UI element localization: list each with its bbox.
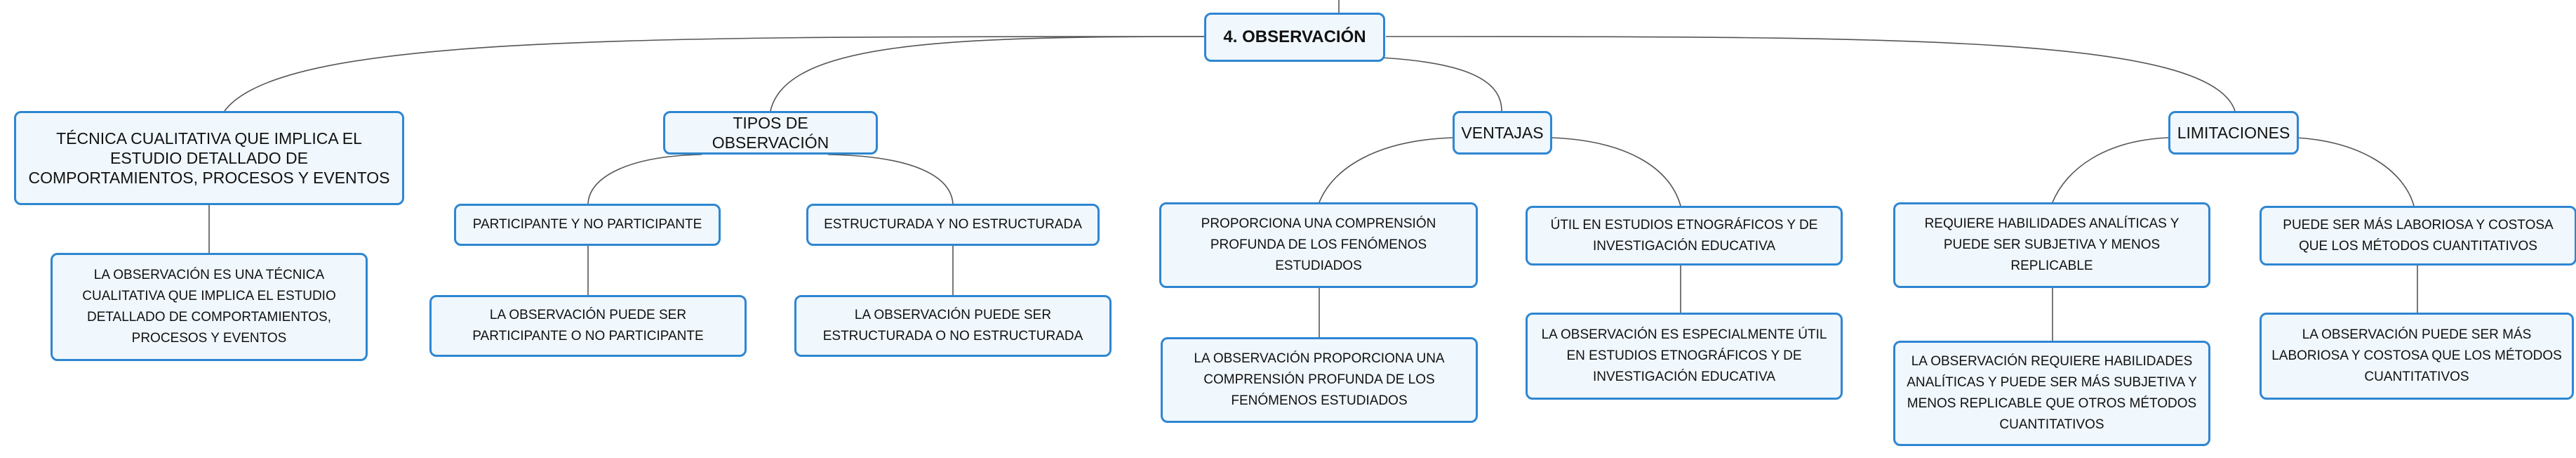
leaf-comprension[interactable]: LA OBSERVACIÓN PROPORCIONA UNA COMPRENSI… <box>1161 337 1478 423</box>
connector-b2-c1 <box>587 154 702 204</box>
root-node[interactable]: 4. OBSERVACIÓN <box>1204 13 1385 62</box>
node-habilidades[interactable]: REQUIERE HABILIDADES ANALÍTICAS Y PUEDE … <box>1893 202 2210 288</box>
leaf-util[interactable]: LA OBSERVACIÓN ES ESPECIALMENTE ÚTIL EN … <box>1526 313 1843 400</box>
leaf-laboriosa[interactable]: LA OBSERVACIÓN PUEDE SER MÁS LABORIOSA Y… <box>2260 313 2574 400</box>
leaf-habilidades[interactable]: LA OBSERVACIÓN REQUIERE HABILIDADES ANAL… <box>1893 341 2210 446</box>
node-comprension[interactable]: PROPORCIONA UNA COMPRENSIÓN PROFUNDA DE … <box>1159 202 1478 288</box>
connector-b4-c1 <box>2052 137 2169 203</box>
leaf-definicion[interactable]: LA OBSERVACIÓN ES UNA TÉCNICA CUALITATIV… <box>51 253 368 361</box>
branch-limitaciones[interactable]: LIMITACIONES <box>2168 111 2299 155</box>
node-util[interactable]: ÚTIL EN ESTUDIOS ETNOGRÁFICOS Y DE INVES… <box>1526 206 1843 266</box>
connector-b3-c2 <box>1550 137 1681 207</box>
connector-b4-c2 <box>2294 137 2415 207</box>
node-estructurada[interactable]: ESTRUCTURADA Y NO ESTRUCTURADA <box>806 204 1100 246</box>
connector-b2-c2 <box>827 154 954 204</box>
leaf-estructurada[interactable]: LA OBSERVACIÓN PUEDE SER ESTRUCTURADA O … <box>794 295 1112 357</box>
node-participante[interactable]: PARTICIPANTE Y NO PARTICIPANTE <box>454 204 721 246</box>
branch-ventajas[interactable]: VENTAJAS <box>1453 111 1552 155</box>
node-laboriosa[interactable]: PUEDE SER MÁS LABORIOSA Y COSTOSA QUE LO… <box>2260 206 2576 266</box>
connector-b3-c1 <box>1319 137 1453 203</box>
branch-tipos[interactable]: TIPOS DE OBSERVACIÓN <box>663 111 878 155</box>
leaf-participante[interactable]: LA OBSERVACIÓN PUEDE SER PARTICIPANTE O … <box>429 295 747 357</box>
connector-root-branch-1 <box>224 36 1205 112</box>
connector-root-branch-2 <box>770 36 1205 112</box>
connector-root-branch-3 <box>1338 55 1502 112</box>
connector-root-branch-4 <box>1385 36 2236 112</box>
branch-definicion[interactable]: TÉCNICA CUALITATIVA QUE IMPLICA EL ESTUD… <box>14 111 404 205</box>
